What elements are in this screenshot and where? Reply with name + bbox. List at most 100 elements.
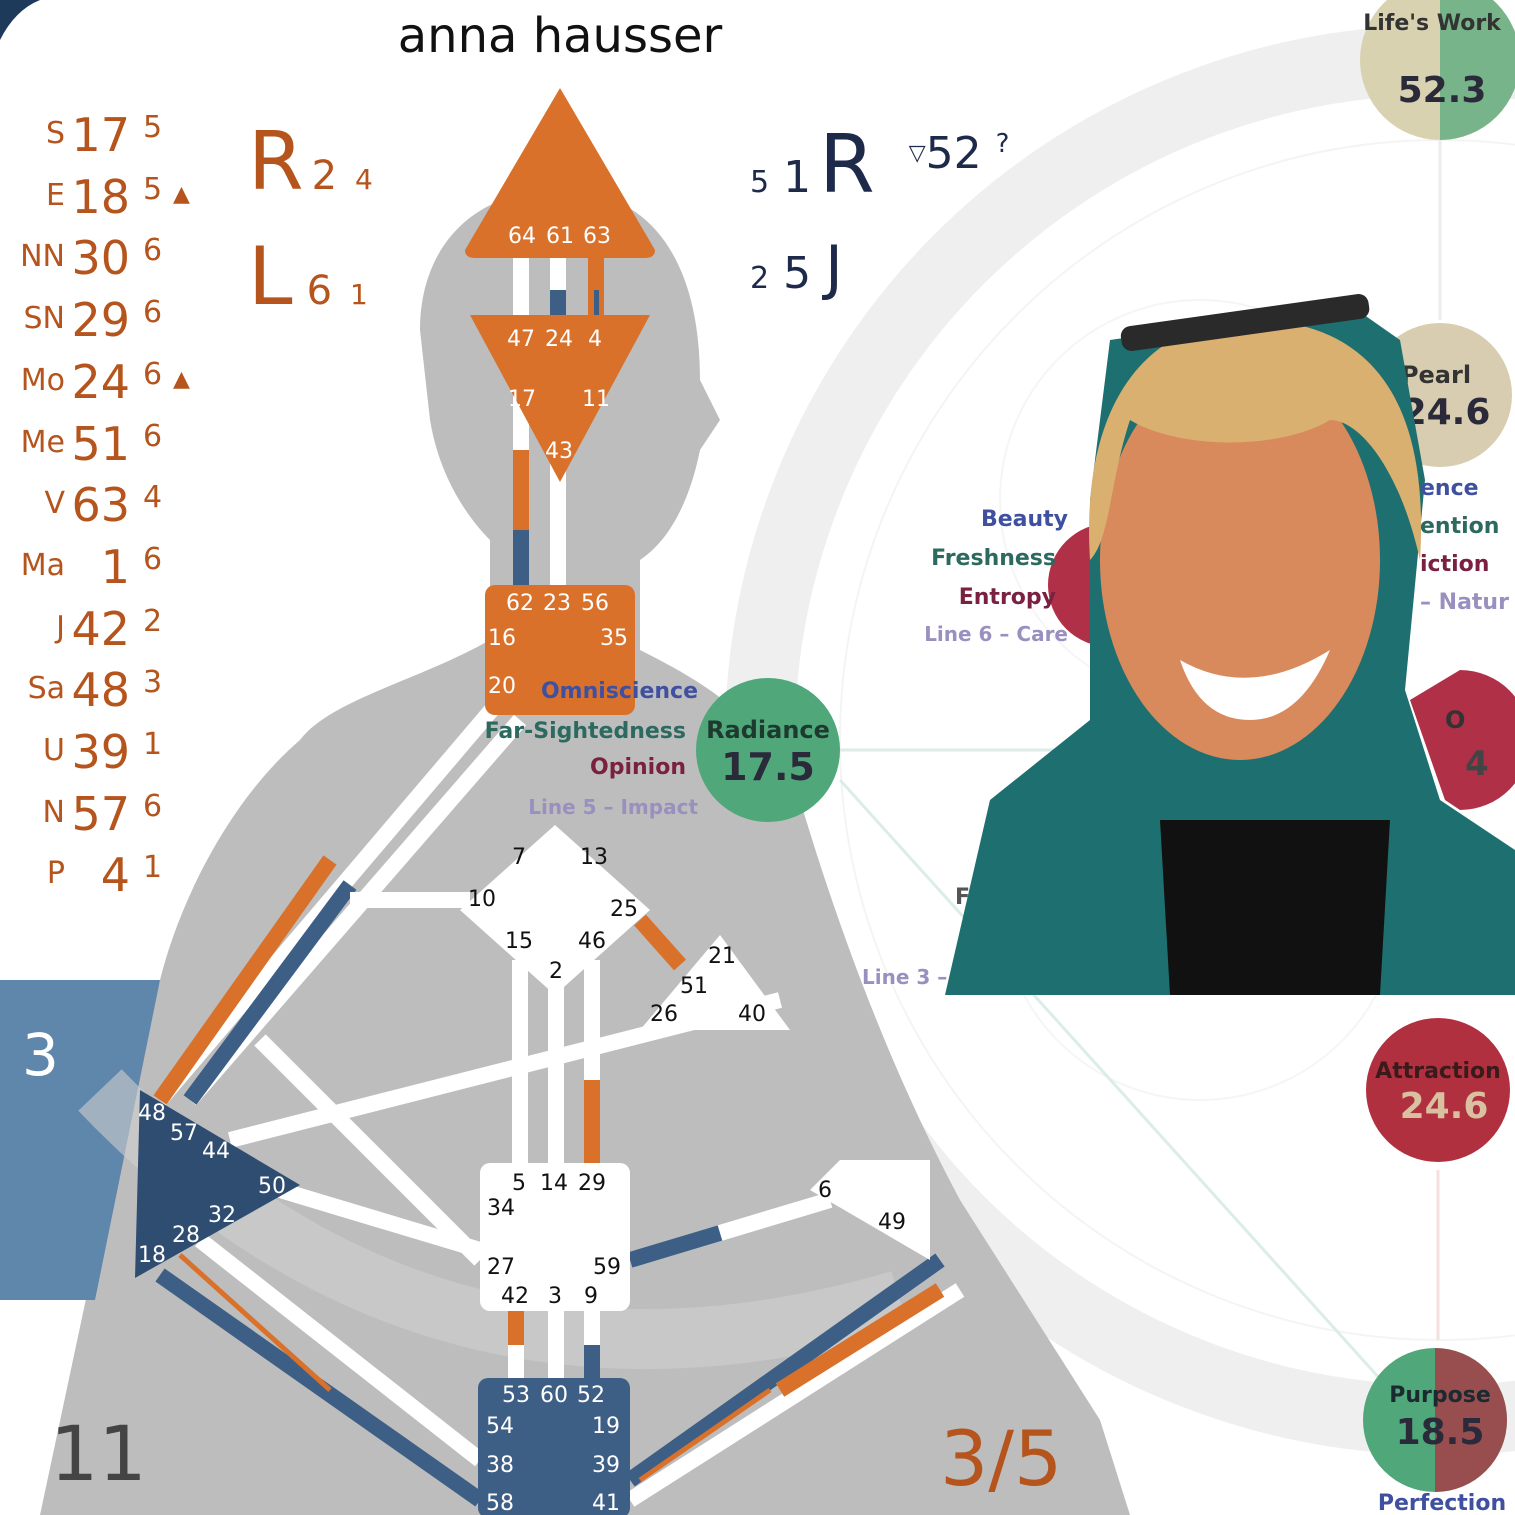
design-j-num: 5 <box>783 248 812 299</box>
planet-line: 1 <box>143 850 163 886</box>
planet-line: 5 <box>143 171 163 207</box>
planet-gate: 48 <box>71 663 130 718</box>
throat-center <box>485 585 635 715</box>
planet-line: 2 <box>143 603 163 639</box>
planet-line: 6 <box>143 356 163 392</box>
svg-text:28: 28 <box>172 1223 200 1248</box>
design-gate: 52 <box>925 128 982 179</box>
planet-line: 1 <box>143 727 163 762</box>
pearl-partial-gift: ention <box>1420 514 1500 539</box>
svg-text:4: 4 <box>1465 744 1489 784</box>
svg-text:5: 5 <box>512 1171 526 1196</box>
svg-text:Radiance: Radiance <box>706 716 830 744</box>
planet-gate: 57 <box>71 786 130 841</box>
svg-text:59: 59 <box>593 1255 621 1280</box>
svg-text:4: 4 <box>588 327 602 352</box>
svg-text:56: 56 <box>581 591 609 616</box>
svg-text:51: 51 <box>680 974 708 999</box>
svg-text:19: 19 <box>592 1414 620 1439</box>
svg-text:Entropy: Entropy <box>959 585 1056 610</box>
purpose-sphere: Purpose 18.5 Perfection <box>1363 1348 1507 1515</box>
svg-text:Far-Sightedness: Far-Sightedness <box>485 719 686 744</box>
spleen-center <box>135 1090 300 1278</box>
svg-text:Purpose: Purpose <box>1389 1383 1491 1408</box>
svg-text:52.3: 52.3 <box>1398 70 1487 111</box>
svg-text:44: 44 <box>202 1139 230 1164</box>
radiance-sphere: Radiance 17.5 <box>696 678 840 822</box>
svg-text:53: 53 <box>502 1383 530 1408</box>
planet-symbol: Ma <box>20 547 65 583</box>
planet-symbol: P <box>46 856 65 892</box>
planet-gate: 39 <box>71 725 130 779</box>
attraction-sphere: Attraction 24.6 <box>1366 1018 1510 1162</box>
planet-symbol: NN <box>20 239 65 275</box>
svg-text:62: 62 <box>506 591 534 616</box>
svg-text:Freshness: Freshness <box>931 546 1056 571</box>
design-j-letter: J <box>825 233 843 303</box>
face <box>1100 360 1380 760</box>
svg-text:57: 57 <box>170 1121 198 1146</box>
planet-gate: 42 <box>71 601 130 656</box>
pearl-partial-siddhi: ence <box>1420 476 1479 501</box>
planet-gate: 51 <box>71 416 130 471</box>
svg-text:7: 7 <box>512 845 526 870</box>
planet-line: 5 <box>143 110 163 145</box>
svg-text:43: 43 <box>545 439 573 464</box>
profile-label: 3/5 <box>940 1414 1062 1503</box>
planet-symbol: S <box>45 116 65 151</box>
exalted-triangle-icon: ▲ <box>173 181 190 207</box>
design-j-small: 2 <box>750 261 770 296</box>
svg-text:34: 34 <box>487 1196 515 1221</box>
svg-text:13: 13 <box>580 845 608 870</box>
variable-l-b: 1 <box>350 278 368 311</box>
svg-text:17: 17 <box>508 387 536 412</box>
lifes-work-sphere: Life's Work 52.3 <box>1360 0 1515 140</box>
variable-l-a: 6 <box>306 268 333 314</box>
svg-text:Opinion: Opinion <box>590 755 686 780</box>
planet-symbol: N <box>42 794 65 830</box>
svg-text:24.6: 24.6 <box>1400 1086 1489 1127</box>
blue-corner-number: 3 <box>22 1021 59 1089</box>
planet-symbol: SN <box>23 301 65 337</box>
blue-corner-panel <box>0 980 160 1300</box>
svg-text:14: 14 <box>540 1171 568 1196</box>
svg-text:24: 24 <box>545 327 573 352</box>
pearl-partial-line: – Natur <box>1420 590 1509 615</box>
svg-text:50: 50 <box>258 1174 286 1199</box>
variable-r-a: 2 <box>311 153 338 199</box>
svg-text:64: 64 <box>508 224 536 249</box>
design-r-num: 1 <box>783 152 812 203</box>
svg-text:Line 5 – Impact: Line 5 – Impact <box>528 795 698 819</box>
svg-text:63: 63 <box>583 224 611 249</box>
svg-text:32: 32 <box>208 1203 236 1228</box>
hair <box>1089 320 1422 560</box>
corner-decoration <box>0 0 40 40</box>
head-center <box>465 88 655 258</box>
planet-gate: 18 <box>71 169 130 224</box>
planet-gate: 24 <box>71 354 130 409</box>
bottom-left-number: 11 <box>50 1409 147 1498</box>
pearl-partial-labels: ence ention iction – Natur <box>1420 470 1509 622</box>
svg-text:17.5: 17.5 <box>721 745 815 789</box>
radiance-labels: Omniscience Far-Sightedness Opinion Line… <box>485 679 699 819</box>
svg-text:Attraction: Attraction <box>1375 1059 1501 1084</box>
